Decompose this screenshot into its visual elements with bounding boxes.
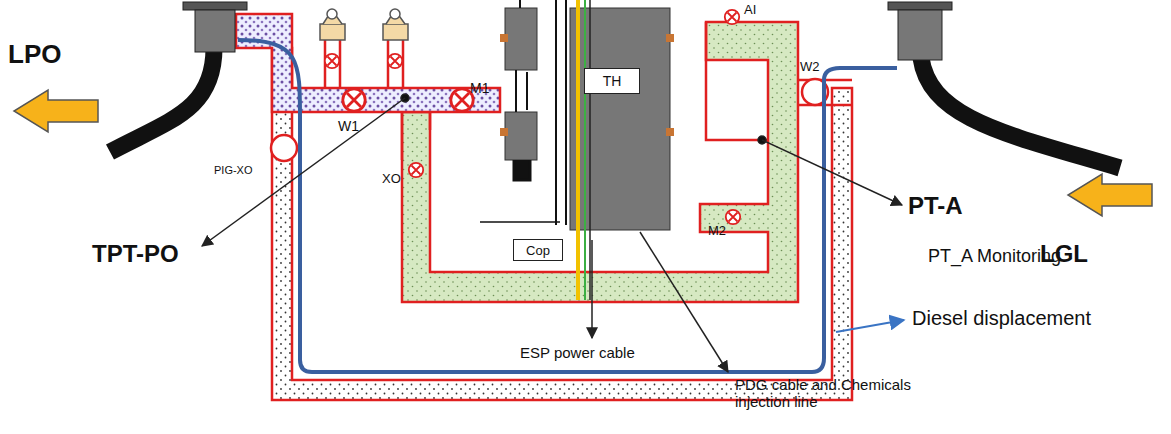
valves	[271, 10, 828, 224]
valve-label: W2	[800, 60, 820, 75]
valve-label: XO	[382, 172, 401, 187]
flow-arrow	[14, 90, 98, 132]
diesel-path	[238, 40, 897, 372]
cop-box: Cop	[513, 239, 563, 261]
box-text: Cop	[526, 243, 550, 258]
valve-label: W1	[338, 118, 359, 134]
valve-label: M1	[470, 80, 489, 96]
tubing-hanger	[480, 0, 674, 300]
valve-label: AI	[744, 3, 756, 18]
production-manifold	[236, 14, 500, 112]
callout-label: TPT-PO	[92, 240, 179, 268]
cable-label: PDG cable and Chemicals injection line	[735, 376, 935, 411]
valve-label: PIG-XO	[214, 164, 253, 177]
flowline-jumpers	[110, 2, 1120, 168]
flow-label: LGL	[1040, 240, 1088, 268]
valve-label: M2	[708, 224, 726, 239]
callout-label: Diesel displacement	[912, 307, 1091, 330]
flow-arrow	[1068, 174, 1152, 216]
tree-body-box: TH	[584, 68, 640, 94]
leader-lines	[202, 94, 902, 372]
flow-label: LPO	[8, 40, 61, 70]
callout-label: PT-A	[908, 192, 963, 220]
choke-symbols	[320, 9, 408, 40]
cable-label: ESP power cable	[520, 344, 635, 361]
diesel-leader	[836, 320, 904, 332]
box-text: TH	[603, 73, 622, 89]
